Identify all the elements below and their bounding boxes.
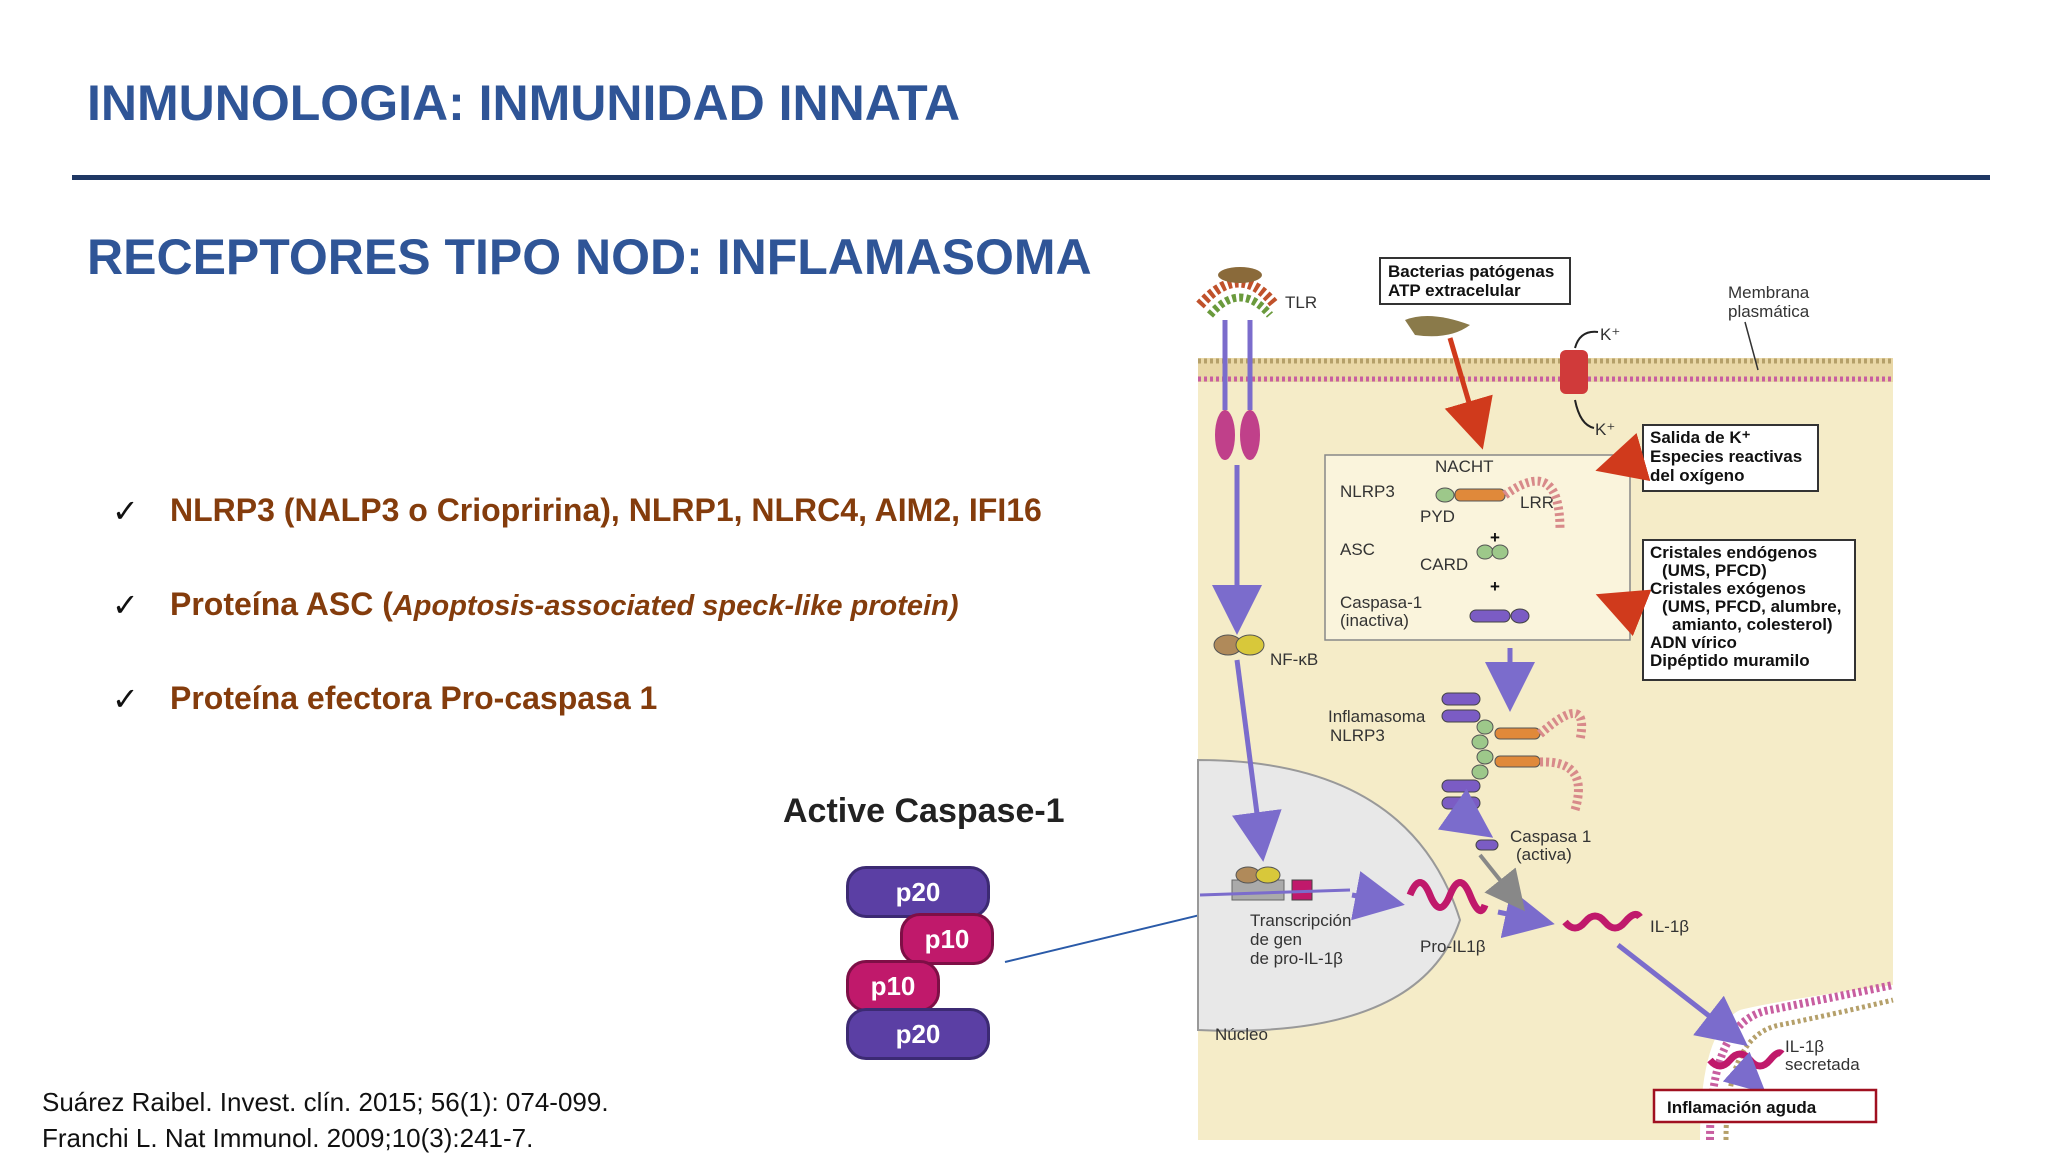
k-channel [1560,350,1588,394]
tlr-label: TLR [1285,293,1317,312]
inflamasoma-line2: NLRP3 [1330,726,1385,745]
il1b-secretada-line1: IL-1β [1785,1037,1824,1056]
cristales-line4: (UMS, PFCD, alumbre, [1662,597,1841,616]
active-caspase-title: Active Caspase-1 [783,792,1065,830]
title-divider [72,175,1990,180]
nucleo-label: Núcleo [1215,1025,1268,1044]
red-arrow [1444,337,1493,450]
asc-label: ASC [1340,540,1375,559]
il1b-secretada-line2: secretada [1785,1055,1860,1074]
k-out-label: K⁺ [1600,325,1620,344]
bacteria-box [1379,257,1571,305]
gene-promoter [1231,879,1285,901]
cristales-box [1642,539,1856,681]
tlr-receptor [1196,267,1279,460]
salida-line3: del oxígeno [1650,466,1744,485]
pro-il1b-label: Pro-IL1β [1420,937,1486,956]
reference-line: Franchi L. Nat Immunol. 2009;10(3):241-7… [42,1123,534,1153]
cristales-line7: Dipéptido muramilo [1650,651,1810,670]
caspasa-activa-line1: Caspasa 1 [1510,827,1591,846]
checkmark-icon: ✓ [112,680,139,718]
inflamacion-label: Inflamación aguda [1667,1098,1817,1117]
inflammasome-diagram: Núcleo TLR Bacterias patógenas ATP extra… [1196,257,1894,1140]
bacteria-line1: Bacterias patógenas [1388,262,1554,281]
caspase-segment-p20: p20 [846,1008,990,1060]
inflamasoma-line1: Inflamasoma [1328,707,1426,726]
plus-sign: + [1490,577,1500,596]
bullet-italic-text: Apoptosis-associated speck-like protein) [392,590,959,622]
plus-sign: + [1490,528,1500,547]
caspasa-inactiva-line1: Caspasa-1 [1340,593,1422,612]
membrane-bottom [1706,981,1894,1140]
nlrp3-label: NLRP3 [1340,482,1395,501]
pro-il1b-shape [1406,879,1489,915]
slide-title: INMUNOLOGIA: INMUNIDAD INNATA [87,75,961,131]
inflamacion-box [1652,1088,1878,1124]
nfkb-label: NF-κB [1270,650,1318,669]
checkmark-icon: ✓ [112,586,139,624]
caspasa-inactiva-line2: (inactiva) [1340,611,1409,630]
salida-line2: Especies reactivas [1650,447,1802,466]
il1b-shape [1562,910,1643,932]
caspase-segment-p10: p10 [846,960,940,1012]
caspase-segment-p10: p10 [900,913,994,965]
bullet-text: NLRP3 (NALP3 o Criopririna), NLRP1, NLRC… [170,492,1042,528]
lrr-label: LRR [1520,493,1554,512]
cristales-line6: ADN vírico [1650,633,1737,652]
bullet-text: Proteína ASC ( [170,586,393,622]
checkmark-icon: ✓ [112,492,139,530]
references: Suárez Raibel. Invest. clín. 2015; 56(1)… [42,1084,609,1156]
bullet-text-wrap: Proteína ASC (Apoptosis-associated speck… [170,586,959,623]
transcripcion-line1: Transcripción [1250,911,1351,930]
card-label: CARD [1420,555,1468,574]
transcripcion-line2: de gen [1250,930,1302,949]
caspasa-activa-line2: (activa) [1516,845,1572,864]
pyd-label: PYD [1420,507,1455,526]
reference-line: Suárez Raibel. Invest. clín. 2015; 56(1)… [42,1087,609,1117]
cristales-line5: amianto, colesterol) [1672,615,1833,634]
components-box [1324,454,1631,641]
membrana-line2: plasmática [1728,302,1810,321]
cristales-line2: (UMS, PFCD) [1662,561,1767,580]
salida-box [1642,424,1819,492]
membrana-line1: Membrana [1728,283,1810,302]
bullet-text: Proteína efectora Pro-caspasa 1 [170,680,658,716]
nacht-label: NACHT [1435,457,1494,476]
transcripcion-line3: de pro-IL-1β [1250,949,1343,968]
salida-line1: Salida de K⁺ [1650,428,1751,447]
cristales-line1: Cristales endógenos [1650,543,1817,562]
cristales-line3: Cristales exógenos [1650,579,1806,598]
bacteria-line2: ATP extracelular [1388,281,1521,300]
bacteria-icon [1405,316,1470,337]
il1b-label: IL-1β [1650,917,1689,936]
caspase-segment-p20: p20 [846,866,990,918]
k-in-label: K⁺ [1595,420,1615,439]
slide-subtitle: RECEPTORES TIPO NOD: INFLAMASOMA [87,229,1092,285]
